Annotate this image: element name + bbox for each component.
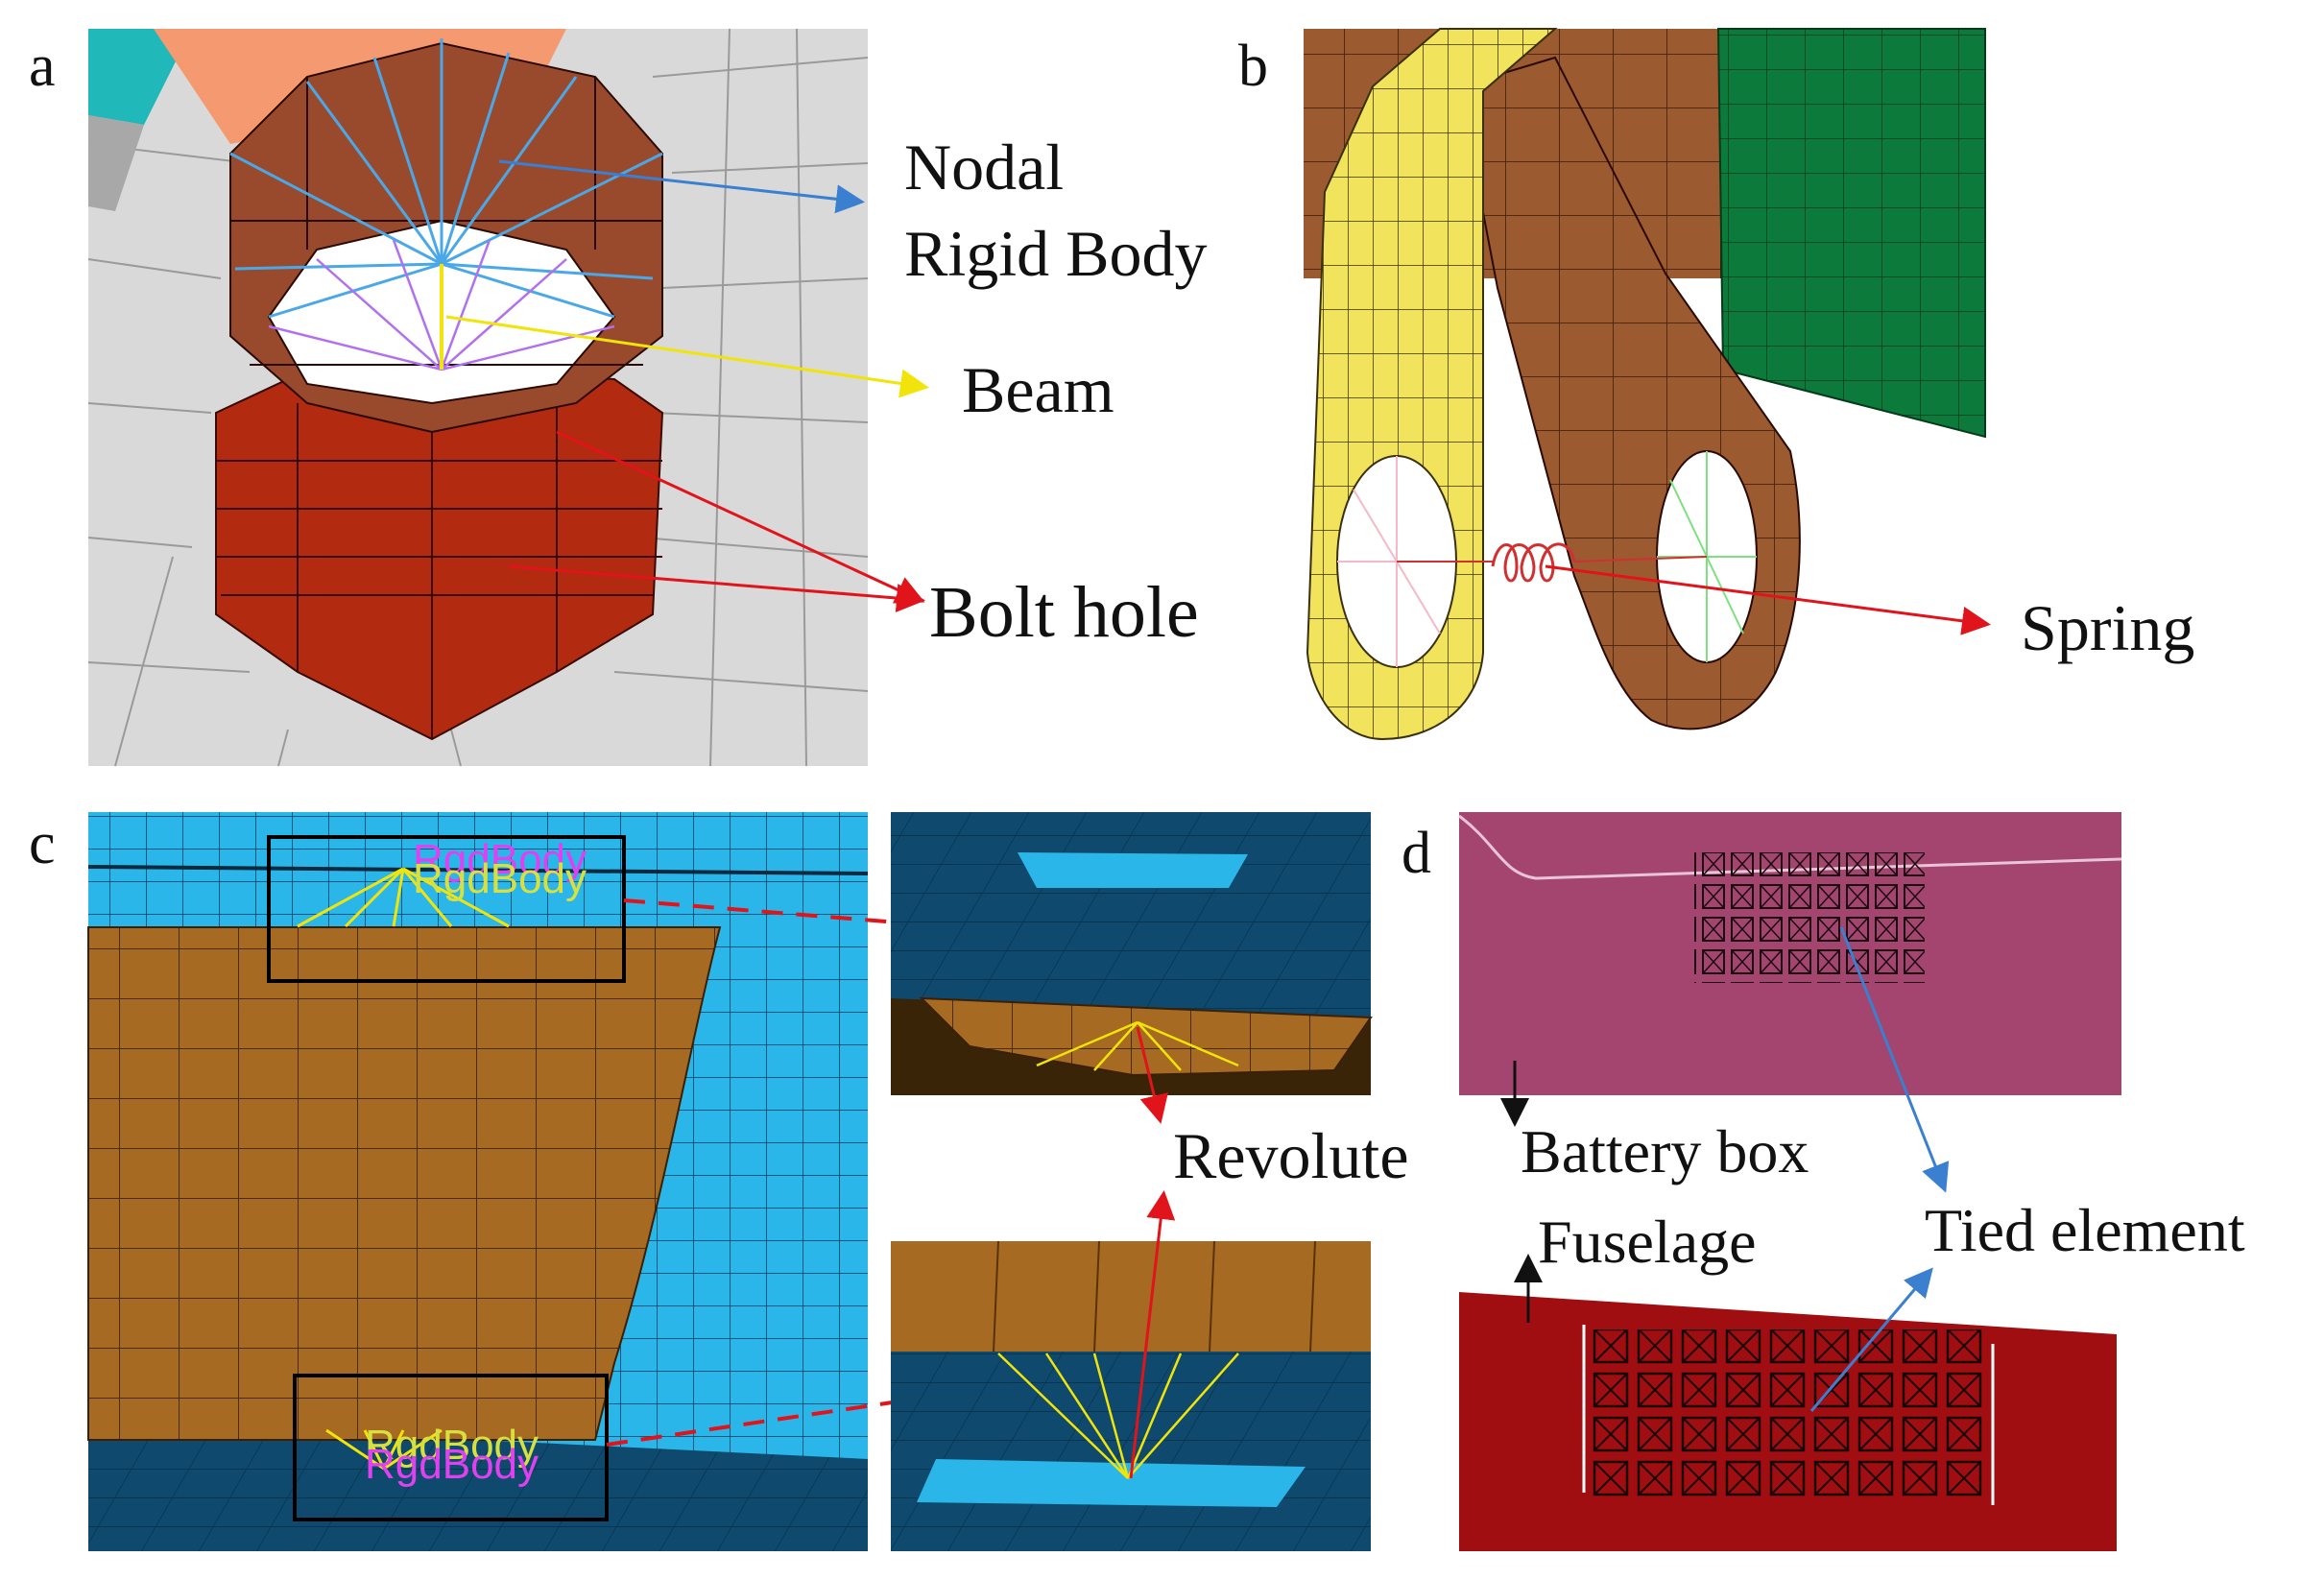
battery-box-edge-line xyxy=(1458,814,2122,880)
inset-top-cyan-plate xyxy=(1018,852,1248,888)
nodal-rigid-body-spokes xyxy=(229,38,663,319)
panel-a-gray-part xyxy=(88,115,144,211)
inset-bottom-arrow-to-revolute xyxy=(1129,1190,1176,1479)
arrow-tied-element-lower xyxy=(1809,1267,1933,1412)
panel-b xyxy=(1304,28,1991,741)
label-nodal: Nodal xyxy=(904,131,1065,203)
panel-c-lower-highlight-box xyxy=(293,1374,609,1521)
panel-c-rigid-body-tag-lower-2: RgdBody xyxy=(365,1441,539,1488)
arrow-bolt-hole-upper xyxy=(556,430,925,604)
panel-letter-d: d xyxy=(1402,821,1431,886)
panel-c-rbe-lower xyxy=(325,1428,443,1471)
label-spring: Spring xyxy=(2021,591,2195,664)
arrow-nodal-rigid-body xyxy=(498,159,865,214)
panel-c-upper-highlight-box xyxy=(267,835,626,983)
label-battery-box: Battery box xyxy=(1521,1117,1809,1185)
arrow-bolt-hole-lower xyxy=(508,564,925,612)
arrow-spring xyxy=(1545,564,1991,635)
panel-a-mesh-lines xyxy=(87,28,869,767)
panel-c-dashed-arrow-upper xyxy=(623,898,953,944)
panel-c-dashed-arrow-lower xyxy=(606,1381,939,1447)
panel-c: RgdBody RgdBody RgdBody RgdBody xyxy=(87,812,953,1551)
panel-c-rigid-body-tag-upper-2: RgdBody xyxy=(413,855,587,902)
inset-top-orange-edge xyxy=(919,996,1373,1077)
arrow-tied-element-upper xyxy=(1839,926,1950,1193)
panel-b-green-plate xyxy=(1716,28,1986,439)
label-fuselage: Fuselage xyxy=(1538,1208,1757,1276)
label-tied-element: Tied element xyxy=(1925,1196,2245,1264)
label-revolute: Revolute xyxy=(1173,1119,1409,1192)
panel-c-rbe-upper xyxy=(297,867,510,928)
inset-top-arrow-to-revolute xyxy=(1136,1026,1168,1124)
label-rigid-body: Rigid Body xyxy=(904,217,1208,290)
inset-top-rbe-lines xyxy=(1036,1020,1239,1071)
panel-c-inset-bottom xyxy=(891,1190,1371,1551)
panel-a-cyan-part xyxy=(88,29,192,125)
spring-element xyxy=(1397,542,1708,583)
inset-bottom-rbe-lines xyxy=(997,1353,1239,1479)
nodal-rigid-body-lower-spokes xyxy=(268,239,615,371)
panel-c-rigid-body-tag-upper-1: RgdBody xyxy=(413,836,587,883)
panel-c-inset-top xyxy=(891,812,1373,1124)
panel-a xyxy=(87,28,929,767)
inset-bottom-orange-band xyxy=(891,1241,1371,1352)
inset-bottom-cyan-plate xyxy=(917,1459,1306,1507)
inset-bottom-orange-mesh xyxy=(993,1240,1316,1353)
bolt-hole-lower-mesh xyxy=(216,403,662,739)
panel-c-rigid-body-tag-lower-1: RgdBody xyxy=(365,1422,539,1469)
panel-letter-b: b xyxy=(1238,34,1268,99)
arrow-beam xyxy=(445,315,929,398)
battery-box-tied-elements xyxy=(1694,852,1925,983)
panel-letter-a: a xyxy=(29,34,56,99)
panel-c-dark-plate xyxy=(88,1421,868,1551)
panel-letter-c: c xyxy=(29,811,56,876)
fuselage-tied-elements xyxy=(1589,1329,1986,1498)
label-bolt-hole: Bolt hole xyxy=(929,572,1199,653)
label-beam: Beam xyxy=(962,353,1114,426)
panel-c-orange-wall xyxy=(87,926,722,1441)
panel-c-top-beam-line xyxy=(87,865,869,875)
panel-d xyxy=(1458,812,2122,1551)
